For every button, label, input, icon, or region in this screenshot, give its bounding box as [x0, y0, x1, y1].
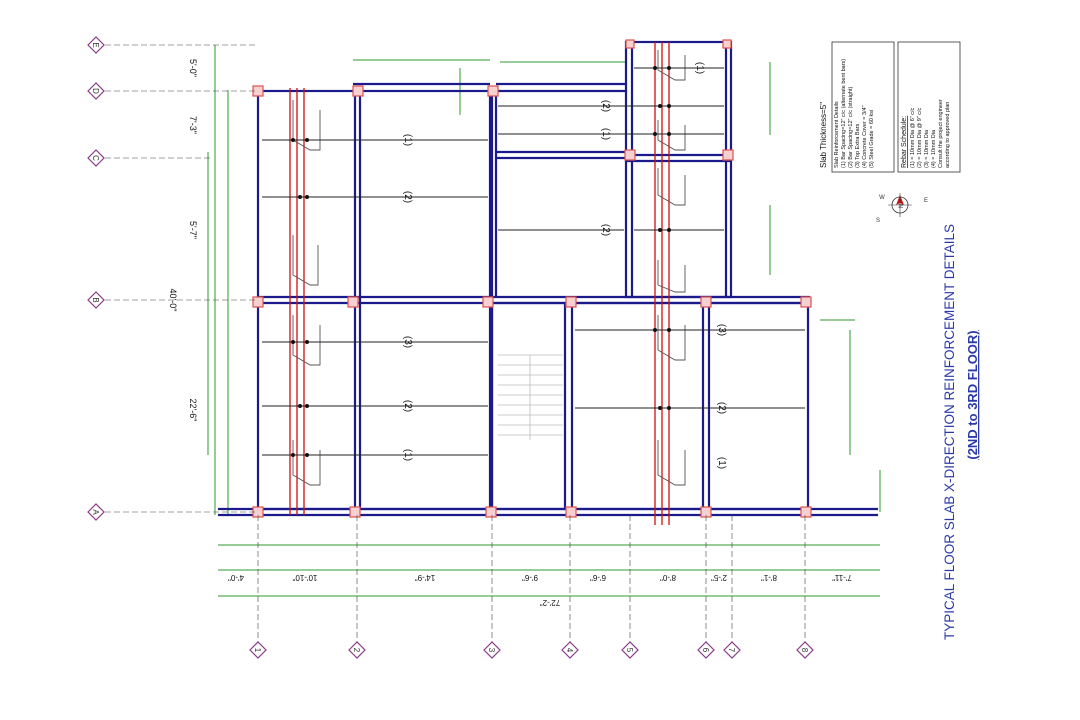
hdim-9: 7'-11" [832, 573, 852, 582]
grid-columns: 1 2 3 4 5 6 7 8 [249, 515, 814, 659]
grid-bubble-6 [697, 641, 715, 659]
grid-bubble-2 [348, 641, 366, 659]
rebar-note-line: (1) = 10mm Dia @ 6" c/c [910, 107, 916, 168]
dim-upper: 7'-3" [188, 116, 198, 134]
bent-bar-details [292, 50, 686, 486]
bar-mark-one: (1) [600, 128, 611, 140]
grid-label-c: C [91, 155, 100, 161]
grid-label-7: 7 [727, 648, 736, 653]
bar-mark-one: (1) [694, 62, 705, 74]
structural-columns [252, 39, 812, 518]
grid-label-8: 8 [800, 648, 809, 653]
grid-label-5: 5 [625, 648, 634, 653]
rebar-notes-heading: Rebar Schedule: [901, 116, 908, 168]
bar-mark-one: (1) [716, 457, 727, 469]
grid-label-2: 2 [352, 648, 361, 653]
grid-label-d: D [91, 88, 100, 94]
dim-top: 5'-0" [188, 59, 198, 77]
rebar-note-line: according to approved plan [945, 102, 951, 168]
hdim-2: 10'-10" [292, 573, 317, 582]
bar-mark-three: (3) [402, 336, 413, 348]
hdim-4: 9'-6" [522, 573, 538, 582]
west-label: W [879, 195, 885, 201]
grid-bubble-4 [561, 641, 579, 659]
hdim-7: 2'-5" [711, 573, 727, 582]
bar-mark-labels: (1) (2) (3) (2) (1) (2) (2) (1) (1) (3) … [402, 62, 727, 469]
notes-panel: Slab Thickness=5" Slab Reinforcement Det… [819, 41, 961, 173]
grid-label-a: A [91, 509, 100, 515]
dimension-lines [207, 45, 881, 597]
title-sub: (2ND to 3RD FLOOR) [965, 330, 980, 459]
slab-note-line: Slab Reinforcement Details [834, 101, 840, 168]
bar-mark-one: (1) [402, 134, 413, 146]
hdim-total: 72'-2" [540, 598, 561, 607]
hdim-1: 4'-0" [228, 573, 244, 582]
rebar-note-line: Consult the project engineer [938, 99, 944, 168]
grid-bubble-3 [483, 641, 501, 659]
slab-note-line: (2) Bar Spacing=12" c/c (straight) [848, 87, 854, 168]
grid-bubble-1 [249, 641, 267, 659]
title-main: TYPICAL FLOOR SLAB X-DIRECTION REINFORCE… [942, 224, 957, 640]
grid-label-1: 1 [253, 648, 262, 653]
grid-label-b: B [91, 297, 100, 302]
slab-beams [218, 40, 878, 517]
stair-area [498, 354, 563, 440]
bar-mark-two: (2) [402, 400, 413, 412]
grid-bubble-b [87, 291, 105, 309]
grid-bubble-8 [796, 641, 814, 659]
grid-bubble-e [87, 36, 105, 54]
grid-bubble-5 [621, 641, 639, 659]
slab-note-line: (5) Steel Grade = 60 ksi [869, 110, 875, 168]
grid-label-3: 3 [487, 648, 496, 653]
vertical-dimension-labels: 5'-0" 7'-3" 5'-7" 22'-6" 40'-0" [168, 59, 198, 421]
slab-note-line: (4) Concrete Cover = 3/4" [862, 105, 868, 168]
rebar-note-line: (2) = 10mm Dia @ 9" c/c [917, 107, 923, 168]
grid-rows: E D C B A [87, 36, 258, 521]
rebar-intersection-dots [291, 66, 671, 457]
hdim-5: 6'-6" [590, 573, 606, 582]
bar-mark-one: (1) [402, 449, 413, 461]
grid-label-e: E [91, 42, 100, 47]
bar-mark-two: (2) [600, 100, 611, 112]
north-arrow-icon: N E S W [876, 193, 928, 224]
grid-bubble-d [87, 82, 105, 100]
drawing-title: TYPICAL FLOOR SLAB X-DIRECTION REINFORCE… [942, 224, 980, 640]
rebar-note-line: (4) = 10mm Dia [931, 129, 937, 168]
north-label: N [899, 204, 905, 208]
east-label: E [924, 198, 928, 204]
rebar-note-line: (3) = 10mm Dia [924, 129, 930, 168]
bar-mark-two: (2) [402, 191, 413, 203]
grid-bubble-7 [723, 641, 741, 659]
grid-bubble-c [87, 149, 105, 167]
dim-lower: 22'-6" [188, 399, 198, 422]
grid-label-6: 6 [701, 648, 710, 653]
bar-mark-two: (2) [600, 224, 611, 236]
dim-total: 40'-0" [168, 289, 178, 312]
rebar-lines [289, 42, 670, 525]
south-label: S [876, 218, 880, 224]
grid-label-4: 4 [565, 648, 574, 653]
hdim-6: 8'-0" [660, 573, 676, 582]
slab-note-line: (1) Bar Spacing=12" c/c (alternate bent … [841, 59, 847, 168]
dim-middle: 5'-7" [188, 221, 198, 239]
bar-mark-three: (3) [716, 324, 727, 336]
horizontal-dimension-labels: 4'-0" 10'-10" 14'-9" 9'-6" 6'-6" 8'-0" 2… [228, 573, 852, 607]
grid-bubble-a [87, 503, 105, 521]
hdim-8: 8'-1" [761, 573, 777, 582]
slab-note-line: (3) Top Extra Bars [855, 124, 861, 168]
bar-mark-two: (2) [716, 402, 727, 414]
slab-notes-heading: Slab Thickness=5" [819, 102, 828, 168]
hdim-3: 14'-9" [415, 573, 436, 582]
bar-mark-lines [262, 67, 805, 456]
